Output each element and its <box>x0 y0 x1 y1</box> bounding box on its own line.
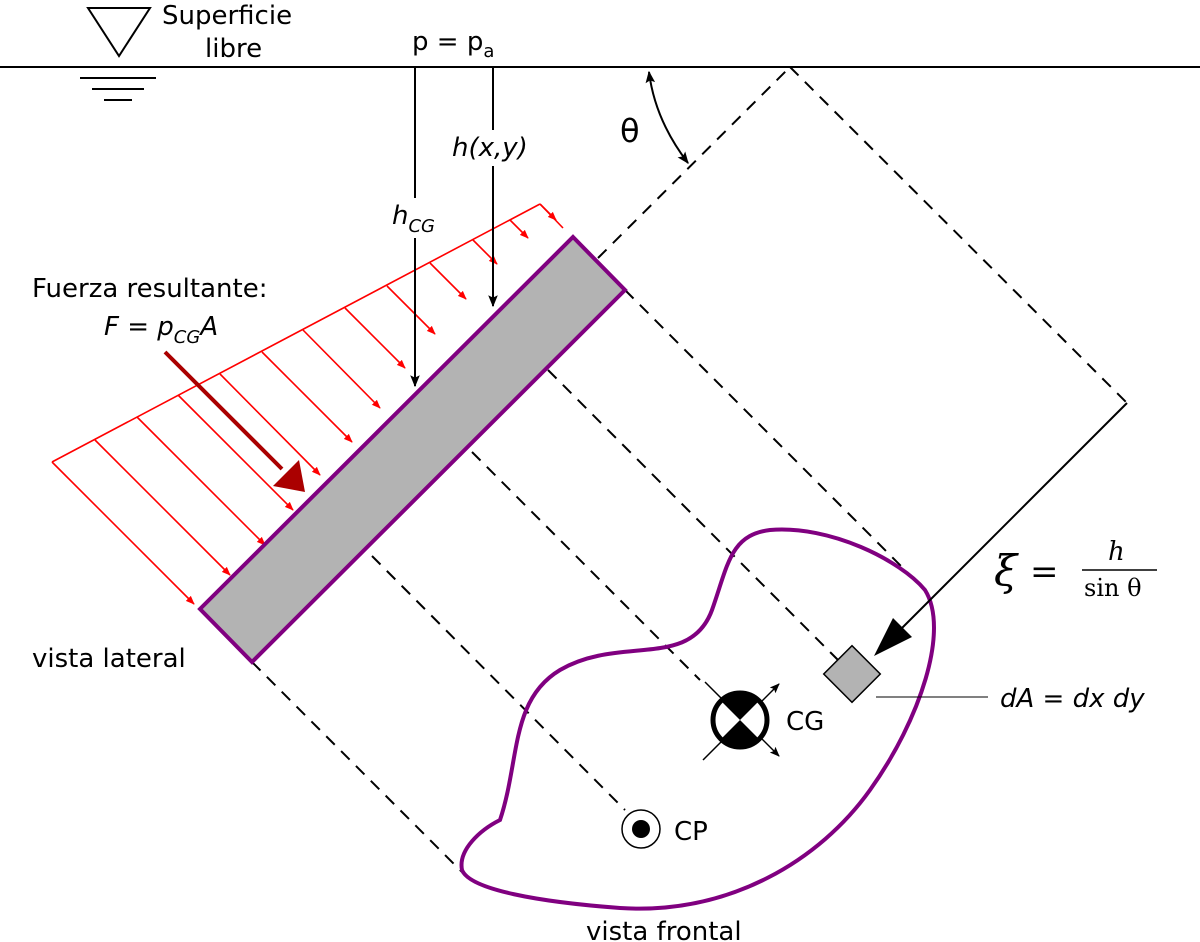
resultant-force-arrow <box>163 350 305 492</box>
xi-equals: = <box>1030 552 1059 592</box>
pressure-arrow <box>539 203 557 221</box>
center-of-pressure-dot-icon <box>621 809 661 849</box>
h-cg-label: hCG <box>392 201 435 237</box>
xi-numerator: h <box>1108 537 1125 567</box>
pressure-arrow <box>136 416 266 546</box>
cg-label: CG <box>786 707 824 737</box>
projection-line <box>471 451 701 681</box>
pressure-arrow <box>219 373 321 476</box>
xi-formula: ξ = h sin θ <box>994 537 1157 602</box>
pressure-envelope-line <box>51 203 541 463</box>
plate-front-view-outline <box>459 527 936 911</box>
pressure-arrow <box>344 307 406 369</box>
pressure-arrow <box>177 394 294 511</box>
pressure-arrow <box>386 285 436 335</box>
cp-label: CP <box>674 817 708 847</box>
pressure-arrow <box>94 439 231 576</box>
pressure-arrow <box>429 262 467 300</box>
h-cg-label-bg <box>388 198 446 238</box>
resultant-force-formula: F = pCGA <box>104 312 218 348</box>
centroid-quartered-circle-icon <box>702 681 780 761</box>
pressure-arrow <box>261 351 353 443</box>
dA-label: dA = dx dy <box>1000 684 1145 714</box>
xi-symbol: ξ <box>994 546 1019 595</box>
projection-line <box>547 369 861 683</box>
xi-arrow <box>874 402 1128 656</box>
resultant-force-title: Fuerza resultante: <box>32 274 267 304</box>
submerged-plate-side-view <box>197 234 628 665</box>
theta-angle-arc <box>645 70 689 164</box>
pressure-distribution <box>51 203 564 605</box>
projection-line <box>371 555 626 811</box>
area-element-dA <box>822 644 882 704</box>
h-xy-label: h(x,y) <box>452 133 528 163</box>
front-view-label: vista frontal <box>586 917 742 942</box>
pressure-arrow <box>51 461 195 605</box>
pressure-arrow <box>302 329 381 409</box>
free-surface-icon <box>80 7 156 101</box>
pressure-arrow <box>509 219 529 239</box>
atmospheric-pressure-label: p = pa <box>412 27 494 62</box>
projection-lines <box>251 66 1128 873</box>
free-surface-label-line2: libre <box>205 34 262 64</box>
inclined-plane-line <box>597 66 791 259</box>
theta-label: θ <box>620 112 640 150</box>
xi-denominator: sin θ <box>1084 574 1142 602</box>
projection-line <box>251 661 463 873</box>
projection-line <box>624 289 906 571</box>
h-xy-label-bg <box>448 130 546 166</box>
free-surface-label-line1: Superficie <box>162 1 292 31</box>
depth-construction-line <box>789 66 1128 404</box>
side-view-label: vista lateral <box>32 644 186 674</box>
